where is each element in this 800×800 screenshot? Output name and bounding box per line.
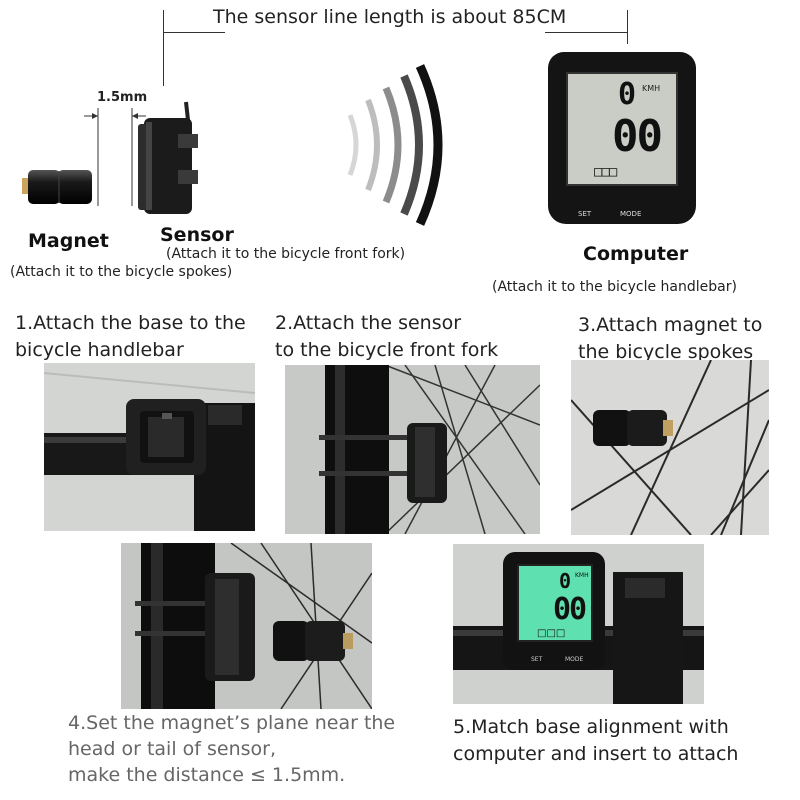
dimension-line-right <box>545 32 627 33</box>
step5-mode-label: MODE <box>565 656 584 663</box>
step2-photo <box>285 365 540 534</box>
step5-set-label: SET <box>531 656 543 663</box>
sensor-note: (Attach it to the bicycle front fork) <box>166 246 406 262</box>
step3-caption: 3.Attach magnet to the bicycle spokes <box>578 314 763 363</box>
magnet-note: (Attach it to the bicycle spokes) <box>10 264 233 280</box>
set-button-label: SET <box>578 210 592 218</box>
dimension-right-tick <box>627 10 628 44</box>
lcd-top-digit: 0 <box>618 77 637 112</box>
step1-photo <box>44 363 255 531</box>
gap-marker <box>84 108 146 206</box>
step4-photo <box>121 543 372 709</box>
step2-caption: 2.Attach the sensor to the bicycle front… <box>275 312 499 361</box>
dimension-left-tick <box>163 10 164 86</box>
computer-note: (Attach it to the bicycle handlebar) <box>492 279 737 295</box>
gap-label: 1.5mm <box>97 90 148 105</box>
magnet-title: Magnet <box>28 230 109 252</box>
step1-caption: 1.Attach the base to the bicycle handleb… <box>15 312 246 361</box>
dimension-line-left <box>163 32 225 33</box>
mode-button-label: MODE <box>620 210 642 218</box>
step5-lcd-digits: 00 <box>553 592 587 627</box>
computer-lcd: 0 KMH 00 □□□ <box>566 72 678 186</box>
lcd-unit: KMH <box>642 84 661 93</box>
sensor-illustration <box>138 101 198 214</box>
step5-photo: 0 KMH 00 □□□ SET MODE <box>453 544 704 704</box>
computer-device: 0 KMH 00 □□□ SET MODE <box>548 52 696 224</box>
sensor-line-note: The sensor line length is about 85CM <box>213 6 567 28</box>
lcd-main-digits: 00 <box>612 111 663 162</box>
computer-title: Computer <box>583 243 689 265</box>
sensor-title: Sensor <box>160 224 234 246</box>
magnet-illustration <box>22 170 92 204</box>
step3-photo <box>571 360 769 535</box>
step5-lcd-unit: KMH <box>575 572 589 579</box>
wireless-signal-icon <box>347 64 443 226</box>
step5-caption: 5.Match base alignment with computer and… <box>453 716 739 765</box>
lcd-small-digits: □□□ <box>594 164 617 180</box>
step5-lcd: 0 KMH 00 □□□ <box>517 564 593 642</box>
step4-caption: 4.Set the magnet’s plane near the head o… <box>68 712 396 786</box>
